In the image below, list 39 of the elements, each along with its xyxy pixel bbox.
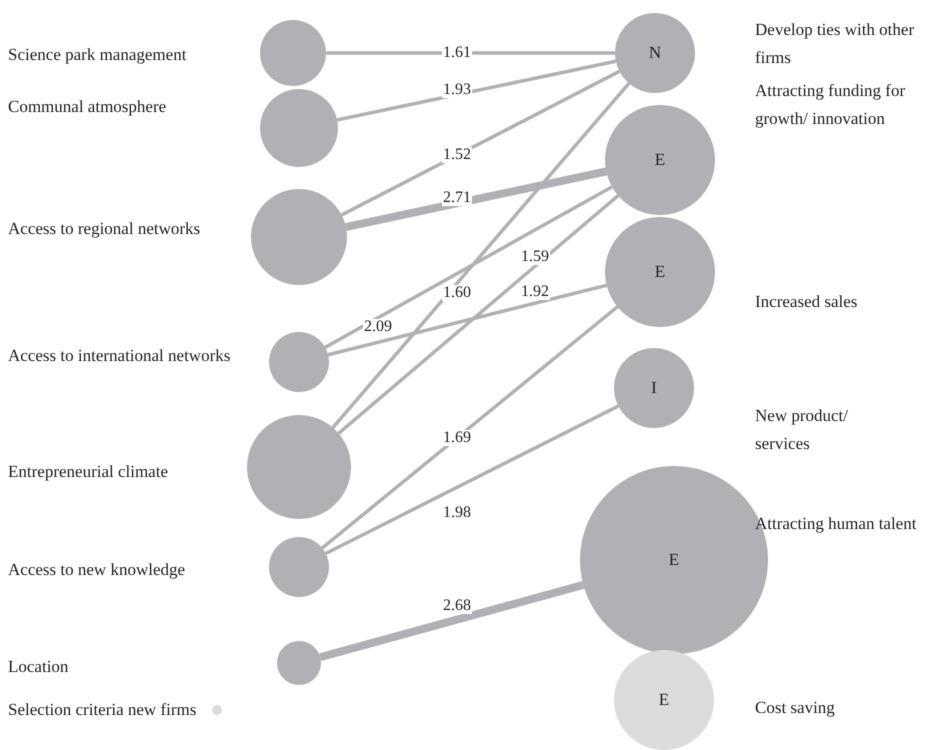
node-letter: E <box>668 549 680 572</box>
edge-label: 1.60 <box>442 285 472 301</box>
edge-label: 1.69 <box>442 430 472 446</box>
node-letter: E <box>654 149 666 172</box>
connector-line <box>326 51 615 55</box>
node-label: Attracting human talent <box>755 513 918 535</box>
node-letter: E <box>654 261 666 284</box>
connector-line <box>328 284 608 356</box>
criterion-label: Access to international networks <box>8 345 232 367</box>
criterion-label: Communal atmosphere <box>8 96 168 118</box>
edge-label: 1.52 <box>442 147 472 163</box>
criterion-label: Science park management <box>8 44 188 66</box>
connector-line <box>345 168 608 231</box>
criterion-label: Access to regional networks <box>8 218 202 240</box>
edge-label: 1.59 <box>520 249 550 265</box>
edge-label: 1.92 <box>520 284 550 300</box>
criterion-label: Entrepreneurial climate <box>8 461 169 483</box>
criterion-label: Location <box>8 656 70 678</box>
connector-line <box>340 70 620 217</box>
node-label: Cost saving <box>755 697 836 719</box>
node-label: Attracting funding for growth/ innovation <box>755 80 906 130</box>
criterion-label: New product/ services <box>755 405 850 455</box>
connector-line <box>332 82 630 429</box>
edge-label: 2.71 <box>442 190 472 206</box>
node-letter: E <box>658 689 670 712</box>
node-label: Develop ties with other firms <box>755 19 916 69</box>
connector-line <box>319 581 584 662</box>
connector-line <box>321 305 619 550</box>
connector-line <box>324 185 613 349</box>
node-letter: N <box>648 42 662 64</box>
node-label: Increased sales <box>755 291 858 313</box>
connector-line <box>325 404 620 556</box>
connector-line <box>337 194 620 435</box>
edge-label: 2.68 <box>442 598 472 614</box>
legend-label: Selection criteria new firms <box>8 699 196 721</box>
connector-line <box>336 60 616 122</box>
edge-label: 1.93 <box>442 82 472 98</box>
criterion-label: Access to new knowledge <box>8 559 186 581</box>
node-letter: I <box>651 377 657 400</box>
